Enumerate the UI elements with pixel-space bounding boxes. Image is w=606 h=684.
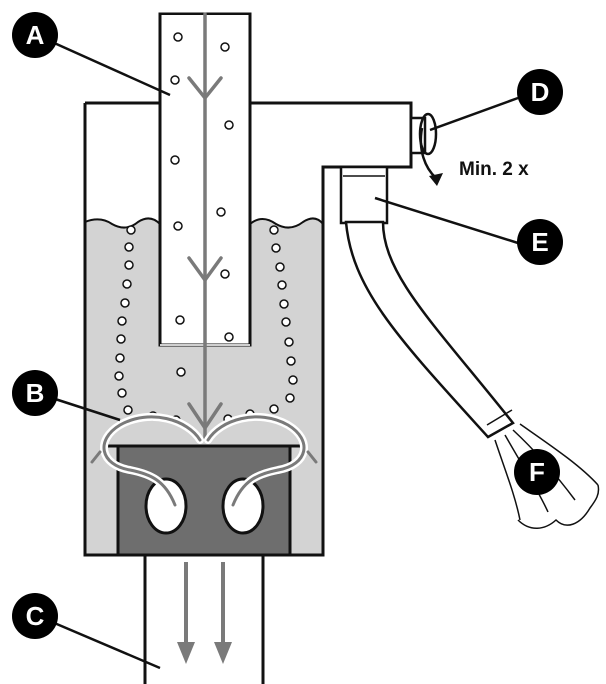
callout-b: B	[12, 370, 58, 416]
leader-lines	[51, 40, 519, 670]
drain-valve	[409, 112, 443, 186]
svg-text:A: A	[26, 20, 45, 50]
chamber-opening-right	[221, 477, 265, 535]
turn-note: Min. 2 x	[459, 159, 529, 180]
liquid-surface-right	[249, 217, 324, 229]
drain-hose	[344, 220, 515, 439]
svg-text:F: F	[529, 457, 545, 487]
callout-f: F	[514, 449, 560, 495]
callout-e: E	[517, 219, 563, 265]
outflow-arrows	[177, 562, 232, 664]
callout-a: A	[12, 12, 58, 58]
tank-outline	[83, 101, 413, 557]
chamber-opening-left	[144, 477, 188, 535]
swirl-flow-arrows	[90, 412, 318, 509]
outlet-chamber	[116, 444, 292, 557]
svg-text:D: D	[531, 77, 550, 107]
liquid-surface-left	[84, 217, 161, 229]
callout-c: C	[12, 593, 58, 639]
svg-text:E: E	[531, 227, 548, 257]
outlet-pipe	[143, 555, 265, 684]
pipe-bubbles	[170, 32, 234, 377]
svg-text:B: B	[26, 378, 45, 408]
svg-text:C: C	[26, 601, 45, 631]
inflow-arrow	[187, 12, 223, 440]
callout-d: D	[517, 69, 563, 115]
